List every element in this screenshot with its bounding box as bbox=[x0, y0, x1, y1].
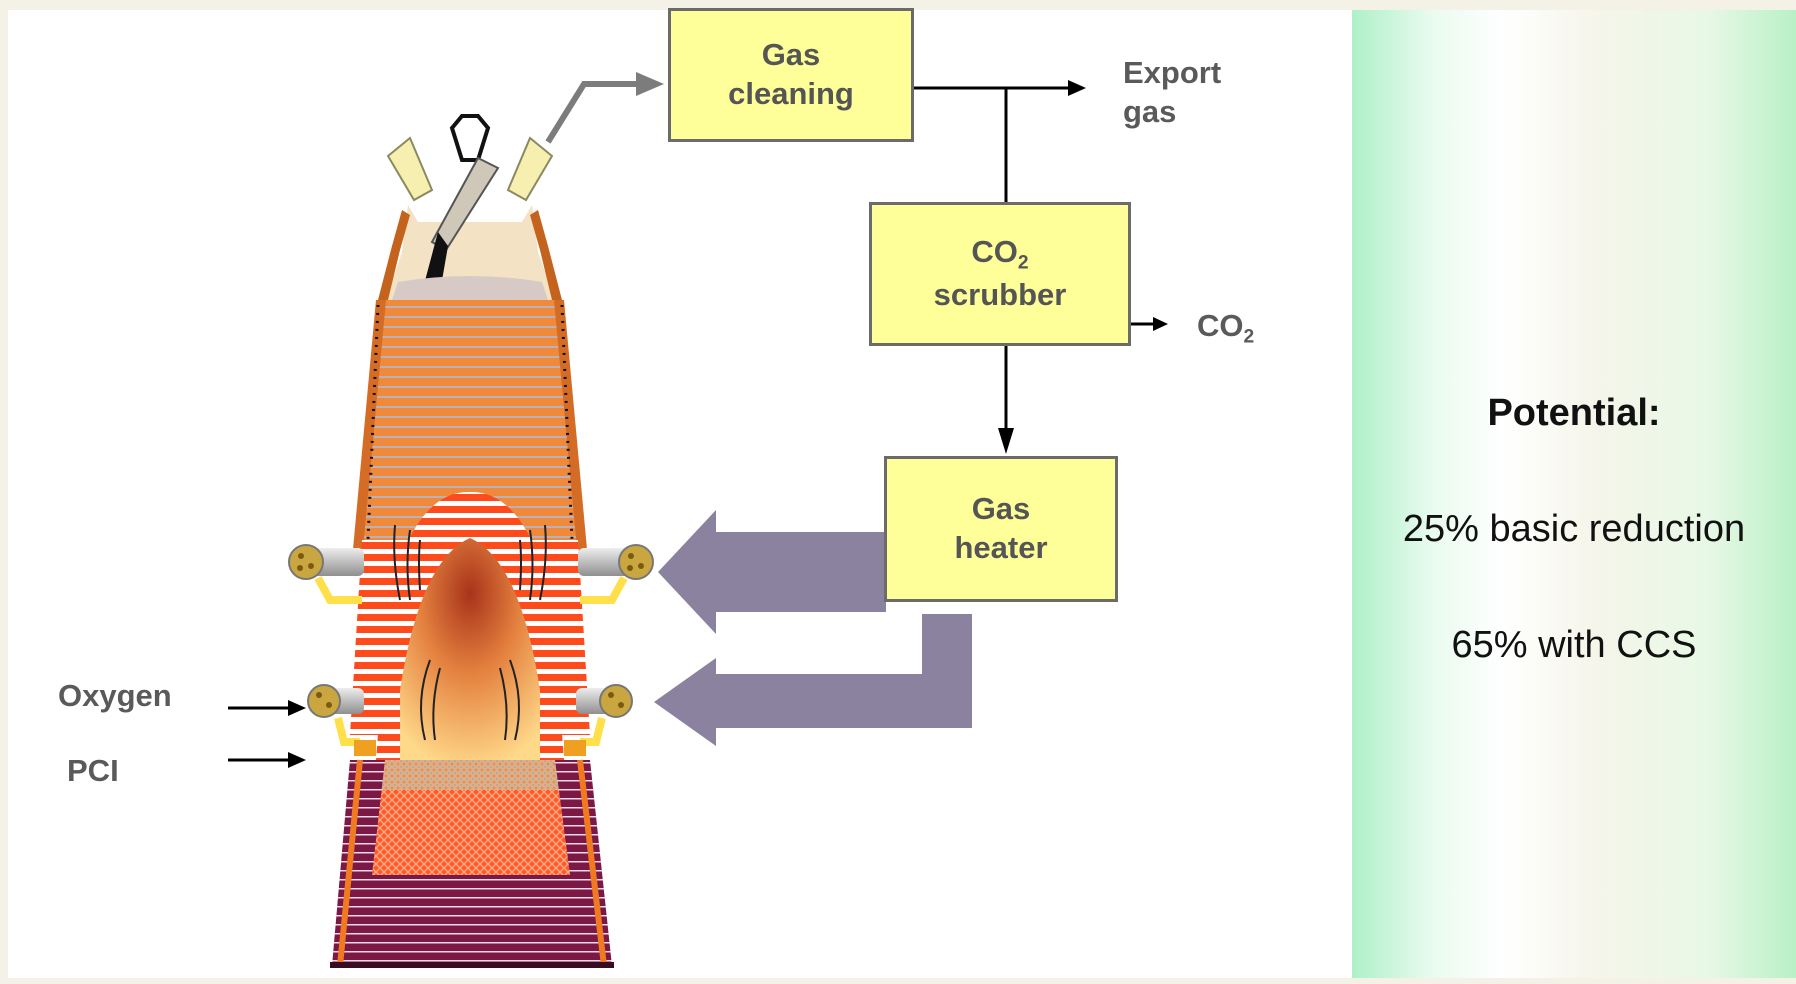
co2-output-label: CO2 bbox=[1197, 308, 1255, 348]
oxygen-label: Oxygen bbox=[58, 678, 172, 713]
pci-label: PCI bbox=[67, 753, 119, 788]
offgas-pipe-arrow bbox=[545, 72, 664, 144]
gas-flow-lines bbox=[228, 86, 1155, 762]
co2-scrubber-box: CO2 scrubber bbox=[869, 202, 1131, 346]
gas-cleaning-box: Gas cleaning bbox=[668, 8, 914, 142]
diagram-canvas bbox=[8, 10, 1352, 978]
potential-heading: Potential: bbox=[1487, 392, 1661, 434]
gas-heater-box: Gas heater bbox=[884, 456, 1118, 602]
blast-furnace-icon bbox=[288, 114, 654, 968]
flow-arrowheads bbox=[288, 80, 1168, 768]
potential-basic-reduction: 25% basic reduction bbox=[1402, 508, 1746, 550]
upper-tuyere-icon bbox=[288, 544, 654, 604]
potential-with-ccs: 65% with CCS bbox=[1451, 624, 1697, 666]
potential-panel: Potential: 25% basic reduction 65% with … bbox=[1352, 10, 1796, 978]
export-gas-label: Export gas bbox=[1123, 55, 1222, 129]
heated-gas-recycle-arrows bbox=[654, 510, 972, 746]
